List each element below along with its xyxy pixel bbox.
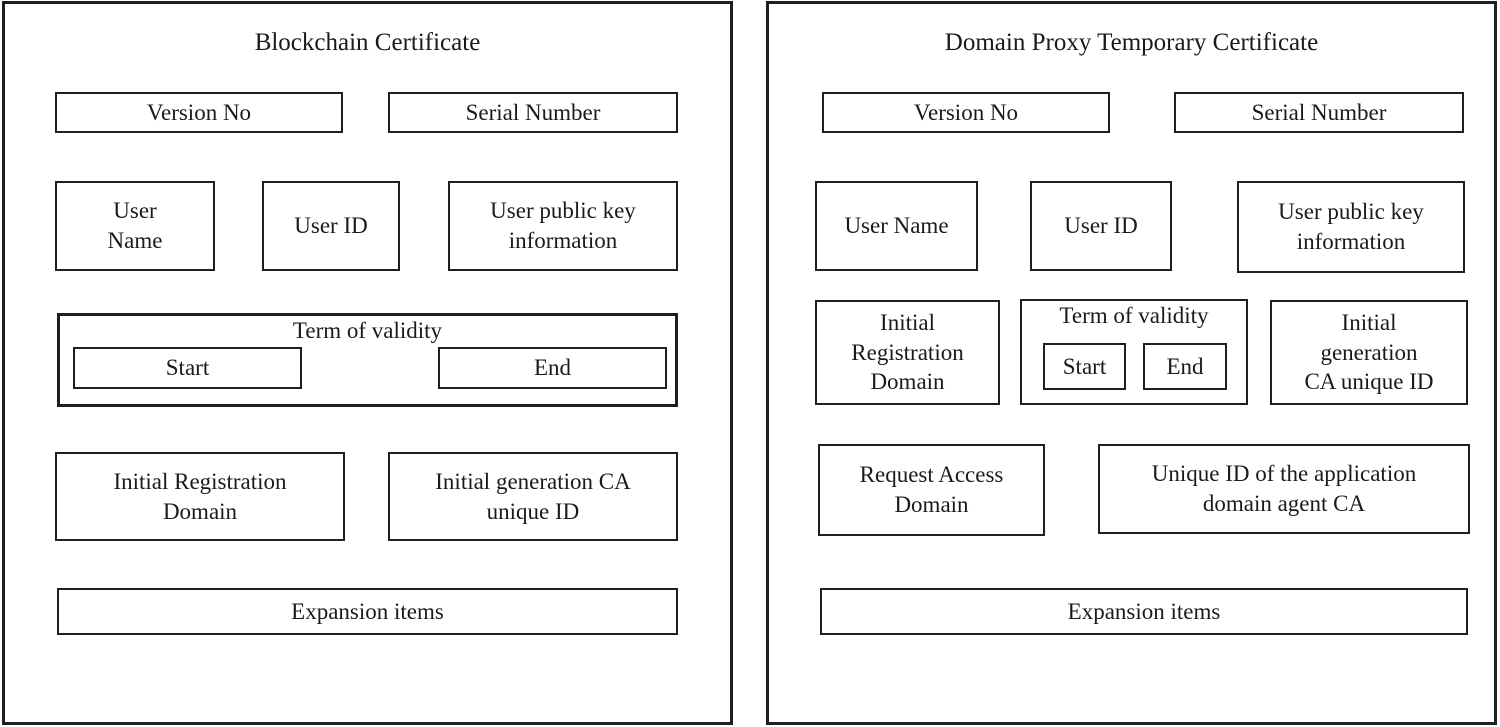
box-start: Start [73, 347, 302, 389]
box-serial-number: Serial Number [388, 92, 678, 133]
box-serial-number: Serial Number [1174, 92, 1464, 133]
box-start: Start [1043, 343, 1126, 390]
box-initial-registration-domain: Initial Registration Domain [55, 452, 345, 541]
box-version-no: Version No [55, 92, 343, 133]
box-end: End [438, 347, 667, 389]
box-user-public-key-information: User public key information [448, 181, 678, 271]
blockchain-certificate-title: Blockchain Certificate [254, 29, 481, 56]
box-user-name: User Name [55, 181, 215, 271]
box-unique-id-application-domain-agent-ca: Unique ID of the application domain agen… [1098, 444, 1470, 534]
box-user-public-key-information: User public key information [1237, 181, 1465, 273]
box-expansion-items: Expansion items [820, 588, 1468, 635]
box-initial-registration-domain: Initial Registration Domain [815, 300, 1000, 405]
box-end: End [1143, 343, 1227, 390]
box-version-no: Version No [822, 92, 1110, 133]
box-expansion-items: Expansion items [57, 588, 678, 635]
term-of-validity-label: Term of validity [1059, 303, 1209, 328]
panel-blockchain-certificate: Blockchain Certificate Version No Serial… [2, 1, 733, 725]
term-of-validity-label: Term of validity [292, 318, 443, 343]
box-initial-generation-ca-unique-id: Initial generation CA unique ID [388, 452, 678, 541]
box-user-id: User ID [262, 181, 400, 271]
box-user-id: User ID [1030, 181, 1172, 271]
box-term-of-validity: Term of validity Start End [57, 313, 678, 407]
box-initial-generation-ca-unique-id: Initial generation CA unique ID [1270, 300, 1468, 405]
box-term-of-validity: Term of validity Start End [1020, 299, 1248, 405]
domain-proxy-temporary-certificate-title: Domain Proxy Temporary Certificate [944, 29, 1319, 56]
box-user-name: User Name [815, 181, 978, 271]
box-request-access-domain: Request Access Domain [818, 444, 1045, 536]
panel-domain-proxy-temporary-certificate: Domain Proxy Temporary Certificate Versi… [766, 1, 1497, 725]
